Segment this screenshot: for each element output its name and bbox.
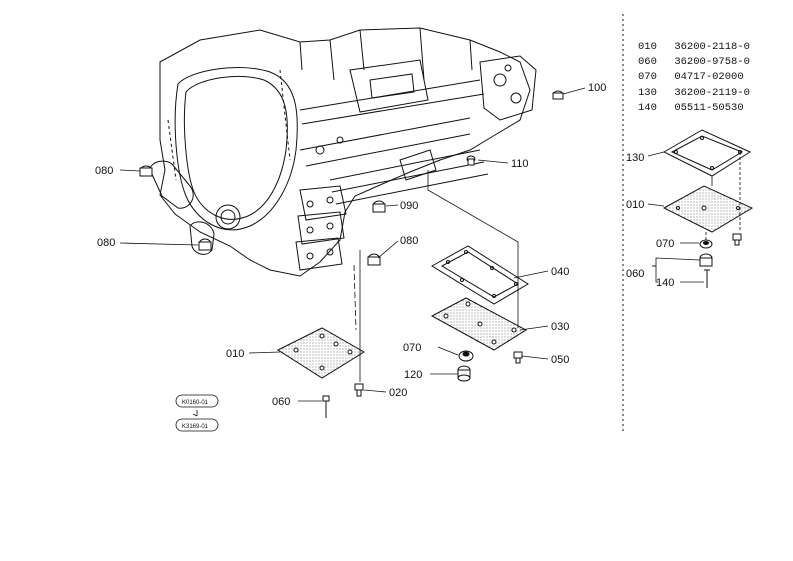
plug-080-lower — [198, 238, 212, 251]
plug-080-upper — [139, 165, 153, 177]
gasket-040 — [431, 245, 529, 305]
bolt-110 — [466, 155, 476, 166]
callout-050: 050 — [551, 354, 569, 366]
detail-callout-140: 140 — [656, 277, 674, 289]
callout-110: 110 — [511, 158, 529, 170]
part-number: 060 — [638, 56, 657, 69]
pin-060 — [322, 395, 330, 418]
plug-100 — [552, 90, 564, 100]
part-code: 36200-2118-0 — [674, 41, 750, 53]
callout-100: 100 — [588, 82, 606, 94]
callout-030: 030 — [551, 321, 569, 333]
plug-080-right — [367, 253, 381, 266]
callout-010: 010 — [226, 348, 244, 360]
part-code: 04717-02000 — [674, 71, 744, 84]
reference-stamps — [175, 394, 219, 432]
callout-080-lower: 080 — [97, 237, 115, 249]
callout-labels: 100 110 080 090 080 080 040 030 010 070 … — [95, 82, 606, 408]
callout-120: 120 — [404, 369, 422, 381]
detail-callout-070: 070 — [656, 238, 674, 250]
detail-bolt — [732, 233, 742, 246]
callout-080-upper: 080 — [95, 165, 113, 177]
part-number: 010 — [638, 41, 657, 53]
washer-070 — [458, 350, 474, 362]
parts-list-row: 010 36200-2118-0 — [638, 40, 750, 55]
parts-list: 010 36200-2118-0 060 36200-9758-0 070 04… — [638, 40, 750, 116]
callout-070: 070 — [403, 342, 421, 354]
detail-cover-010 — [662, 185, 754, 233]
part-code: 05511-50530 — [674, 101, 744, 114]
plug-120 — [457, 365, 471, 382]
part-number: 070 — [638, 71, 657, 84]
part-number: 140 — [638, 101, 657, 114]
detail-callout-060: 060 — [626, 268, 644, 280]
detail-callout-010: 010 — [626, 199, 644, 211]
stamp-bottom: K3169-01 — [182, 424, 209, 430]
parts-list-row: 060 36200-9758-0 — [638, 55, 750, 70]
part-code: 36200-9758-0 — [674, 56, 750, 69]
stamp-top: K0160-01 — [182, 400, 209, 406]
parts-list-row: 130 36200-2119-0 — [638, 86, 750, 101]
bolt-020 — [354, 383, 364, 397]
part-number: 130 — [638, 86, 657, 99]
detail-washer-070 — [699, 239, 713, 249]
transmission-case — [149, 27, 537, 277]
bolt-050 — [513, 351, 523, 364]
callout-090: 090 — [400, 200, 418, 212]
detail-leaders — [647, 151, 741, 283]
callout-060: 060 — [272, 396, 290, 408]
parts-list-row: 140 05511-50530 — [638, 101, 750, 116]
callout-080-right: 080 — [400, 235, 418, 247]
leader-lines — [119, 87, 586, 402]
plug-090 — [372, 200, 386, 213]
callout-040: 040 — [551, 266, 569, 278]
detail-plug-060 — [699, 253, 713, 267]
cover-010 — [276, 327, 365, 379]
detail-callout-130: 130 — [626, 152, 644, 164]
detail-pin-140 — [704, 269, 710, 288]
cover-030 — [430, 297, 527, 351]
detail-gasket-130 — [662, 129, 752, 177]
parts-list-row: 070 04717-02000 — [638, 70, 750, 85]
callout-020: 020 — [389, 387, 407, 399]
part-code: 36200-2119-0 — [674, 86, 750, 99]
